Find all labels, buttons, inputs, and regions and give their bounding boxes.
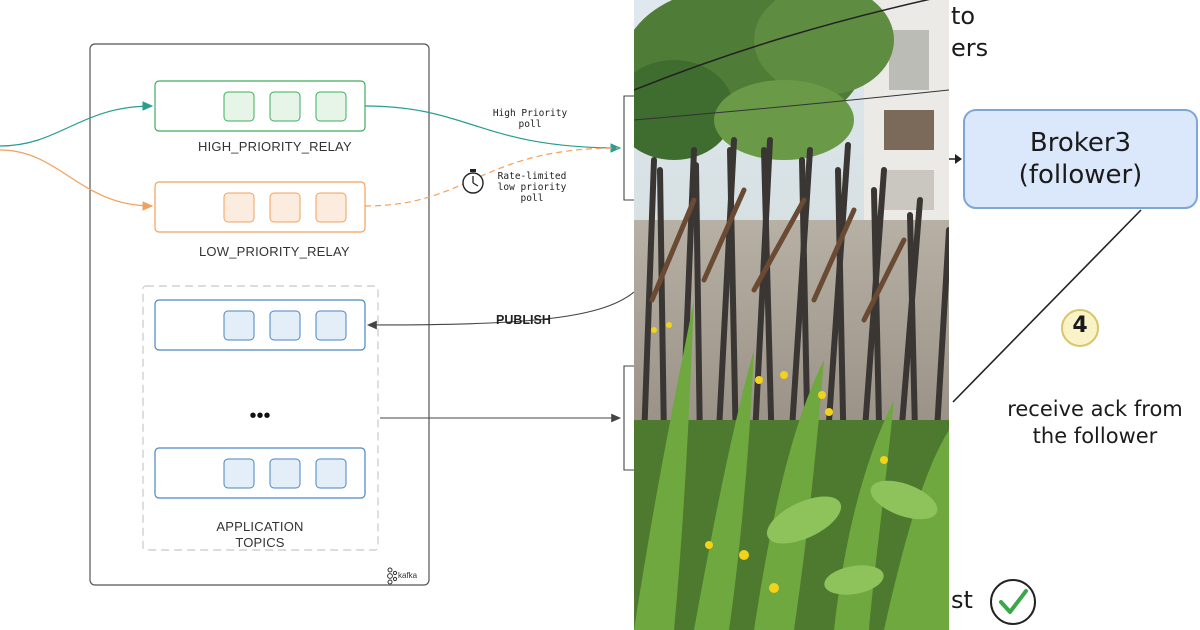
kafka-cluster-frame [89, 43, 430, 586]
high-relay-partition [315, 91, 347, 122]
broker3-title: Broker3 [1029, 128, 1132, 158]
incoming-low-arrow [0, 149, 154, 211]
kafka-diagram-panel: HIGH_PRIORITY_RELAY LOW_PRIORITY_RELAY A… [0, 43, 634, 586]
publish-arrow [366, 291, 634, 330]
application-topic-box [154, 299, 366, 351]
low-poll-label-line2: low priority [497, 182, 567, 193]
topic-partition [223, 458, 255, 489]
garden-fence-photo-icon [634, 0, 949, 630]
application-topic-box [154, 447, 366, 499]
check-circle-icon [990, 579, 1036, 625]
low-poll-label-line1: Rate-limited [497, 171, 567, 182]
kafka-logo-icon [387, 567, 398, 585]
topic-partition [315, 310, 347, 341]
topic-partition [269, 310, 301, 341]
top-text-2: ers [951, 34, 989, 62]
low-priority-relay-box [154, 181, 366, 233]
high-priority-poll-arrow [364, 105, 622, 153]
broker-diagram-svg [949, 109, 1198, 625]
application-topics-group [142, 285, 379, 551]
garden-fence-photo [634, 0, 949, 630]
broker3-box [963, 109, 1198, 209]
ack-text-line1: receive ack from [1007, 397, 1183, 421]
high-relay-partition [269, 91, 301, 122]
broker3-role: (follower) [1018, 160, 1143, 190]
kafka-diagram-svg [0, 43, 634, 586]
publish-label: PUBLISH [496, 313, 551, 327]
topic-partition [269, 458, 301, 489]
application-topics-label-line2: TOPICS [235, 535, 285, 550]
broker-replication-panel: to ers Broker3 (follower) 4 receive ack … [949, 0, 1200, 630]
step-number: 4 [1072, 313, 1088, 338]
high-poll-label-line1: High Priority [492, 108, 568, 119]
incoming-high-arrow [0, 101, 154, 147]
consumer-bracket-bottom [623, 365, 634, 471]
step-badge [1061, 309, 1099, 347]
high-relay-partition [223, 91, 255, 122]
topic-partition [315, 458, 347, 489]
ack-text-line2: the follower [1032, 424, 1158, 448]
topic-partition [223, 310, 255, 341]
high-relay-label: HIGH_PRIORITY_RELAY [198, 139, 352, 154]
low-relay-partition [315, 192, 347, 223]
high-poll-label-line2: poll [518, 119, 542, 130]
kafka-logo-label: kafka [398, 571, 418, 580]
top-text-1: to [951, 2, 976, 30]
application-topics-label-line1: APPLICATION [216, 519, 304, 534]
bottom-text: st [951, 586, 973, 614]
low-priority-poll-arrow [364, 147, 619, 207]
low-relay-partition [269, 192, 301, 223]
low-relay-label: LOW_PRIORITY_RELAY [199, 244, 350, 259]
consumer-bracket-top [623, 95, 634, 201]
low-relay-partition [223, 192, 255, 223]
topics-ellipsis: ••• [249, 405, 271, 427]
low-poll-label-line3: poll [520, 193, 544, 204]
ack-connector-line [952, 209, 1142, 403]
stopwatch-icon [462, 169, 484, 194]
